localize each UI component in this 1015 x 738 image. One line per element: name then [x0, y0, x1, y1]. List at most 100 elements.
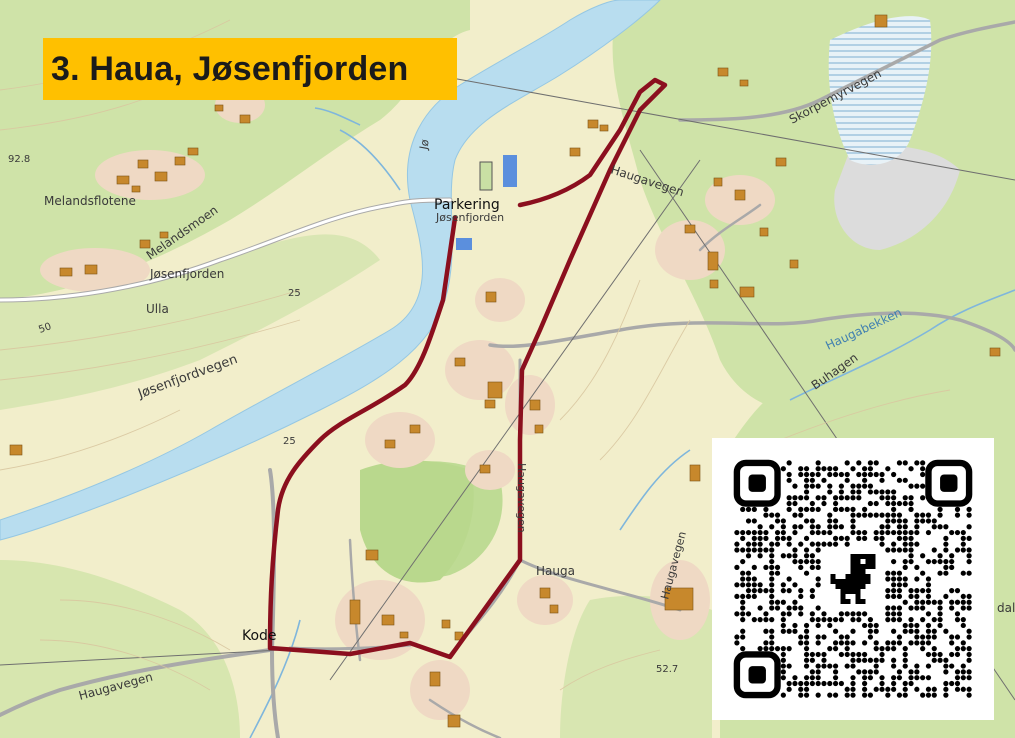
qr-module [809, 593, 815, 600]
qr-module [879, 524, 885, 530]
qr-module [751, 535, 757, 541]
qr-module [879, 651, 885, 658]
qr-module [896, 576, 903, 582]
qr-module [815, 483, 821, 489]
qr-module [798, 506, 804, 512]
qr-module [763, 587, 769, 594]
qr-module [943, 558, 949, 565]
qr-module [827, 646, 833, 652]
qr-module [861, 471, 868, 478]
qr-module [786, 553, 792, 559]
qr-module [821, 466, 827, 472]
qr-module [792, 622, 798, 629]
qr-module [902, 663, 908, 669]
dinosaur-pixel [860, 564, 866, 569]
qr-module [925, 622, 932, 629]
qr-module [827, 512, 833, 518]
qr-module [734, 634, 740, 640]
qr-module [891, 657, 897, 663]
qr-module [798, 692, 804, 698]
qr-module [914, 564, 920, 571]
qr-module [925, 628, 932, 634]
dinosaur-pixel [865, 564, 871, 569]
qr-module [740, 634, 746, 640]
qr-module [925, 512, 932, 518]
qr-module [920, 466, 926, 472]
qr-module [937, 657, 943, 663]
qr-module [757, 582, 763, 588]
qr-module [954, 669, 961, 675]
qr-module [809, 471, 815, 478]
qr-module [879, 529, 885, 536]
qr-module [815, 634, 821, 640]
qr-module [780, 518, 786, 524]
qr-module [769, 553, 775, 559]
qr-module [780, 617, 786, 623]
qr-module [803, 466, 810, 472]
qr-code[interactable] [712, 438, 994, 720]
qr-module [798, 512, 804, 518]
qr-module [873, 669, 879, 675]
qr-module [885, 495, 891, 501]
qr-module [949, 663, 955, 669]
river [0, 0, 661, 541]
qr-module [920, 599, 926, 605]
qr-module [879, 675, 885, 681]
qr-code-panel[interactable] [712, 438, 994, 720]
qr-module [838, 483, 845, 489]
qr-module [960, 547, 966, 553]
qr-module [885, 524, 891, 530]
qr-module [954, 651, 961, 658]
qr-module [902, 686, 908, 692]
qr-module [891, 605, 897, 611]
qr-module [873, 657, 879, 663]
qr-module [815, 547, 821, 553]
qr-module [809, 506, 815, 512]
qr-module [931, 634, 937, 640]
qr-module [925, 518, 932, 524]
qr-module [914, 483, 920, 489]
qr-module [914, 622, 920, 629]
qr-module [763, 640, 769, 646]
qr-module [873, 622, 879, 629]
dinosaur-pixel [850, 564, 856, 569]
qr-module [809, 657, 815, 663]
dinosaur-pixel [865, 579, 871, 584]
qr-module [931, 651, 937, 658]
qr-module [757, 605, 763, 611]
qr-module [786, 495, 792, 501]
dinosaur-pixel [845, 584, 851, 589]
qr-module [838, 524, 845, 530]
qr-module [896, 500, 903, 507]
qr-module [850, 686, 856, 692]
dinosaur-pixel [845, 589, 851, 594]
qr-module [850, 617, 856, 623]
qr-module [803, 692, 810, 698]
qr-module [844, 646, 850, 652]
qr-module [914, 524, 920, 530]
qr-module [832, 471, 839, 478]
qr-module [803, 675, 810, 681]
qr-module [757, 541, 763, 547]
qr-module [908, 541, 914, 547]
qr-module [966, 535, 972, 541]
qr-module [920, 570, 926, 576]
hiking-route[interactable] [267, 77, 668, 660]
qr-module [891, 500, 897, 507]
qr-module [943, 669, 949, 675]
qr-module [867, 622, 874, 629]
qr-module [966, 553, 972, 559]
qr-module [861, 686, 868, 692]
qr-module [861, 483, 868, 489]
qr-module [856, 529, 862, 536]
qr-module [780, 553, 786, 559]
qr-module [873, 628, 879, 634]
qr-module [896, 669, 903, 675]
label-elev-25b: 25 [283, 436, 296, 447]
qr-module [920, 512, 926, 518]
qr-module [792, 582, 798, 588]
qr-module [763, 646, 769, 652]
qr-module [896, 611, 903, 617]
qr-module [792, 500, 798, 507]
